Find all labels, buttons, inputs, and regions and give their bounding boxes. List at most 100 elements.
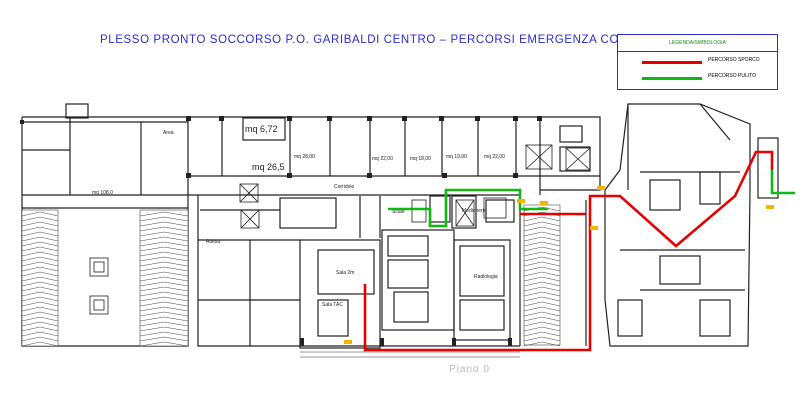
hatch-lines (21, 206, 561, 347)
legend-row-dirty: PERCORSO SPORCO (618, 55, 777, 69)
hatch-line (139, 341, 165, 347)
hatch-line (39, 311, 59, 317)
hatch-line (139, 251, 165, 257)
room-label-central: mq 26,5 (252, 162, 285, 172)
hatch-line (21, 261, 41, 267)
room-label-medicheria: Medicheria (462, 208, 487, 214)
hatch-line (139, 236, 165, 242)
hatch-line (523, 316, 543, 322)
hatch-line (39, 336, 59, 342)
hatch-line (523, 241, 543, 247)
hatch-line (541, 336, 561, 342)
hatch-line (163, 311, 189, 317)
hatch-line (541, 321, 561, 327)
hatch-line (163, 216, 189, 222)
hatch-line (163, 296, 189, 302)
hatch-line (139, 226, 165, 232)
hatch-line (523, 221, 543, 227)
room-label-corridoio: Corridoio (334, 184, 355, 190)
hatch-line (523, 321, 543, 327)
hatch-line (523, 281, 543, 287)
hatch-line (163, 276, 189, 282)
hatch-line (139, 266, 165, 272)
room-label-sala-c: mq 19,00 (446, 154, 467, 160)
hatch-line (39, 251, 59, 257)
hatch-line (39, 316, 59, 322)
hatch-line (39, 296, 59, 302)
routes (363, 150, 795, 352)
hatch-line (21, 216, 41, 222)
hatch-line (541, 326, 561, 332)
hatch-line (139, 331, 165, 337)
hatch-line (163, 256, 189, 262)
hatch-line (39, 266, 59, 272)
hatch-line (39, 241, 59, 247)
hatch-line (163, 336, 189, 342)
hatch-line (139, 316, 165, 322)
hatch-line (523, 291, 543, 297)
hatch-line (21, 311, 41, 317)
hatch-line (523, 331, 543, 337)
hatch-line (541, 236, 561, 242)
hatch-line (39, 221, 59, 227)
hatch-line (163, 226, 189, 232)
hatch-line (163, 321, 189, 327)
hatch-line (139, 246, 165, 252)
hatch-line (541, 241, 561, 247)
hatch-line (163, 246, 189, 252)
hatch-line (139, 211, 165, 217)
hatch-line (541, 251, 561, 257)
hatch-line (21, 221, 41, 227)
hatch-line (163, 241, 189, 247)
hatch-line (541, 221, 561, 227)
room-labels: Area mq 108,0 mq 6,72 mq 26,5 mq 28,00 m… (92, 124, 505, 308)
room-label-sala-d: mq 22,00 (484, 154, 505, 160)
room-label-radiologia: Radiologia (474, 274, 498, 280)
hatch-line (523, 256, 543, 262)
hatch-line (139, 326, 165, 332)
hatch-line (139, 311, 165, 317)
legend-clean-label: PERCORSO PULITO (708, 73, 756, 79)
room-label-area-sx: mq 108,0 (92, 190, 113, 196)
hatch-line (139, 231, 165, 237)
building-walls (21, 103, 779, 349)
hatch-line (39, 246, 59, 252)
stair-boxes (89, 144, 591, 315)
hatch-line (139, 336, 165, 342)
hatch-line (523, 226, 543, 232)
hatch-line (163, 341, 189, 347)
hatch-line (139, 306, 165, 312)
hatch-line (21, 246, 41, 252)
hatch-line (541, 256, 561, 262)
hatch-line (541, 246, 561, 252)
hatch-line (139, 281, 165, 287)
hatch-line (39, 226, 59, 232)
hatch-line (39, 211, 59, 217)
hatch-line (541, 341, 561, 347)
hatch-line (163, 291, 189, 297)
hatch-line (523, 306, 543, 312)
route-dirty (363, 150, 774, 352)
hatch-line (541, 316, 561, 322)
hatch-line (541, 311, 561, 317)
hatch-line (541, 226, 561, 232)
legend-heading: LEGENDA/SIMBOLOGIA (618, 35, 777, 52)
hatch-line (21, 316, 41, 322)
hatch-line (523, 326, 543, 332)
hatch-line (21, 211, 41, 217)
hatch-line (21, 256, 41, 262)
hatch-line (523, 296, 543, 302)
hatch-line (541, 216, 561, 222)
hatch-line (163, 286, 189, 292)
hatch-line (39, 321, 59, 327)
hatch-line (523, 286, 543, 292)
bottom-band (300, 351, 520, 358)
hatch-line (39, 326, 59, 332)
hatch-line (21, 331, 41, 337)
hatch-line (523, 341, 543, 347)
hatch-line (523, 216, 543, 222)
hatch-line (523, 236, 543, 242)
hatch-line (139, 271, 165, 277)
hatch-line (39, 306, 59, 312)
hatch-line (21, 266, 41, 272)
